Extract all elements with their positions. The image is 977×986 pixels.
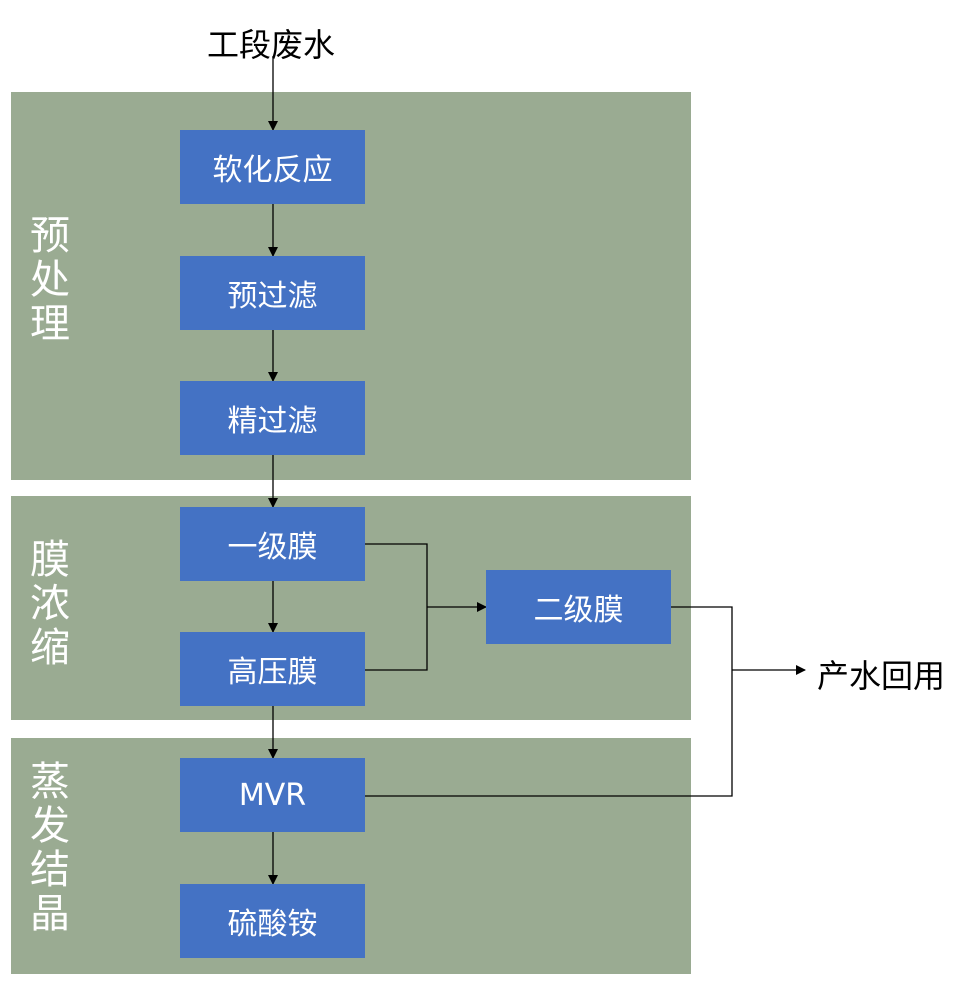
stage-label-char: 结	[30, 847, 70, 893]
stage-label-char: 蒸	[30, 759, 70, 805]
stage-label-char: 处	[30, 257, 70, 303]
evaporation-stage-label: 蒸 发 结 晶	[22, 760, 78, 936]
ammonium-sulfate-label: 硫酸铵	[227, 907, 318, 942]
membrane-stage-label: 膜 浓 缩	[22, 538, 78, 670]
mvr-label: MVR	[238, 777, 307, 813]
softening-box: 软化反应	[180, 130, 365, 204]
membrane2-box: 二级膜	[486, 570, 671, 644]
stage-label-char: 浓	[30, 581, 70, 627]
output-label: 产水回用	[817, 657, 946, 695]
line-membrane1-to-junction	[365, 543, 428, 671]
stage-label-char: 晶	[30, 891, 70, 937]
input-label: 工段废水	[207, 26, 336, 64]
pretreatment-stage-label: 预 处 理	[22, 214, 78, 346]
highpressure-membrane-box: 高压膜	[180, 632, 365, 706]
highpressure-membrane-label: 高压膜	[227, 655, 318, 690]
prefilter-label: 预过滤	[227, 279, 318, 314]
stage-label-char: 预	[30, 213, 70, 259]
mvr-box: MVR	[180, 758, 365, 832]
line-membrane2-to-output	[365, 606, 733, 797]
finefilter-label: 精过滤	[227, 404, 318, 439]
membrane1-box: 一级膜	[180, 507, 365, 581]
stage-label-char: 理	[30, 301, 70, 347]
membrane2-label: 二级膜	[533, 593, 624, 628]
softening-label: 软化反应	[212, 153, 333, 188]
stage-label-char: 膜	[30, 537, 70, 583]
ammonium-sulfate-box: 硫酸铵	[180, 884, 365, 958]
stage-label-char: 缩	[30, 625, 70, 671]
prefilter-box: 预过滤	[180, 256, 365, 330]
finefilter-box: 精过滤	[180, 381, 365, 455]
stage-label-char: 发	[30, 803, 70, 849]
membrane1-label: 一级膜	[227, 530, 318, 565]
